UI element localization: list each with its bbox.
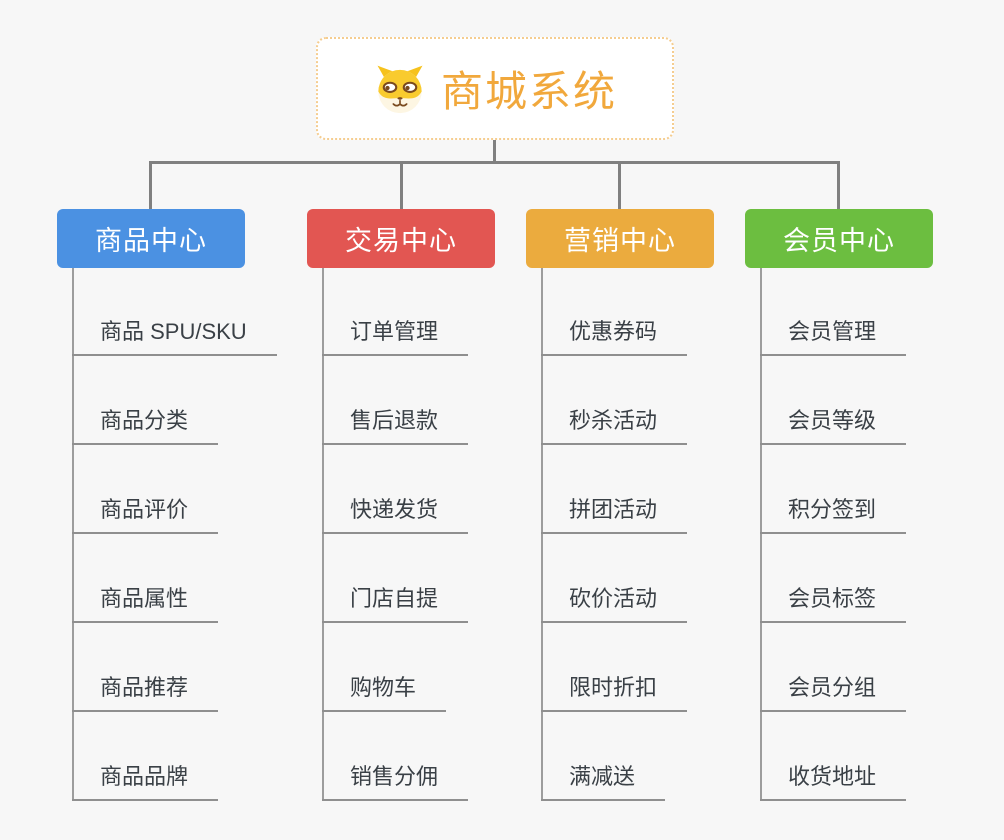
topic-node-store-pickup[interactable]: 门店自提 <box>322 583 469 623</box>
connector-drop-member-center <box>837 161 840 210</box>
topic-node-member-management[interactable]: 会员管理 <box>760 316 907 356</box>
topic-node-member-tags[interactable]: 会员标签 <box>760 583 907 623</box>
root-node-mall-system[interactable]: 商城系统 <box>316 37 674 140</box>
branch-node-product-center[interactable]: 商品中心 <box>57 209 245 268</box>
branch-node-trade-center[interactable]: 交易中心 <box>307 209 495 268</box>
connector-spine-product-center <box>72 268 74 801</box>
topic-node-shipping-address[interactable]: 收货地址 <box>760 761 907 801</box>
topic-node-sales-commission[interactable]: 销售分佣 <box>322 761 469 801</box>
connector-spine-member-center <box>760 268 762 801</box>
topic-node-product-review[interactable]: 商品评价 <box>72 494 219 534</box>
connector-rail <box>149 161 840 164</box>
topic-node-express-delivery[interactable]: 快递发货 <box>322 494 469 534</box>
shiba-dog-icon <box>377 65 423 113</box>
topic-node-points-checkin[interactable]: 积分签到 <box>760 494 907 534</box>
topic-node-member-groups[interactable]: 会员分组 <box>760 672 907 712</box>
topic-node-limited-time-discount[interactable]: 限时折扣 <box>541 672 688 712</box>
connector-spine-marketing-center <box>541 268 543 801</box>
topic-node-product-attribute[interactable]: 商品属性 <box>72 583 219 623</box>
connector-drop-trade-center <box>400 161 403 210</box>
branch-node-member-center[interactable]: 会员中心 <box>745 209 933 268</box>
topic-node-aftersale-refund[interactable]: 售后退款 <box>322 405 469 445</box>
topic-node-group-buy[interactable]: 拼团活动 <box>541 494 688 534</box>
connector-spine-trade-center <box>322 268 324 801</box>
topic-node-member-level[interactable]: 会员等级 <box>760 405 907 445</box>
connector-drop-marketing-center <box>618 161 621 210</box>
topic-node-bargain-activity[interactable]: 砍价活动 <box>541 583 688 623</box>
root-node-title: 商城系统 <box>440 68 617 115</box>
topic-node-product-recommend[interactable]: 商品推荐 <box>72 672 219 712</box>
topic-node-product-brand[interactable]: 商品品牌 <box>72 761 219 801</box>
branch-node-marketing-center[interactable]: 营销中心 <box>526 209 714 268</box>
topic-node-product-spu-sku[interactable]: 商品 SPU/SKU <box>72 316 277 356</box>
topic-node-order-management[interactable]: 订单管理 <box>322 316 469 356</box>
topic-node-shopping-cart[interactable]: 购物车 <box>322 672 447 712</box>
connector-root-stem <box>493 140 496 164</box>
topic-node-flash-sale[interactable]: 秒杀活动 <box>541 405 688 445</box>
topic-node-coupon-code[interactable]: 优惠券码 <box>541 316 688 356</box>
connector-drop-product-center <box>149 161 152 210</box>
topic-node-product-category[interactable]: 商品分类 <box>72 405 219 445</box>
topic-node-spend-and-save[interactable]: 满减送 <box>541 761 666 801</box>
